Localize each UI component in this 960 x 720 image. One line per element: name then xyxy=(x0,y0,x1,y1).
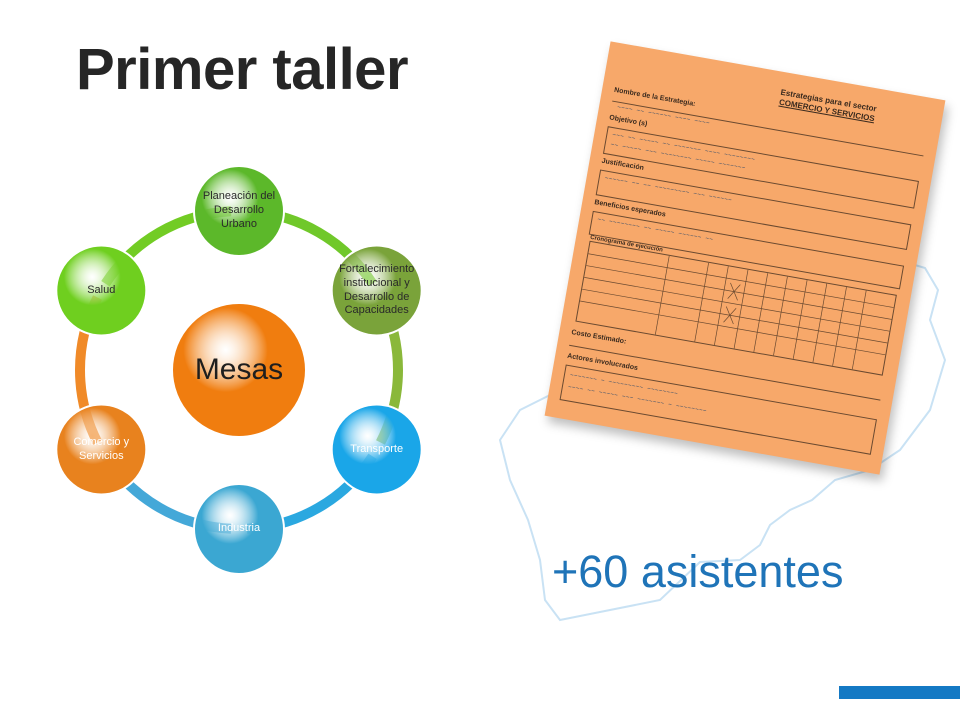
diagram-node-label: Industria xyxy=(217,522,261,535)
diagram-node-circle xyxy=(330,244,423,337)
diagram-node-circle xyxy=(330,403,423,496)
diagram-node-circle xyxy=(193,165,285,257)
diagram-node-circle xyxy=(55,403,148,496)
diagram-node-label: Transporte xyxy=(350,442,404,455)
diagram-node-label: Salud xyxy=(87,283,116,296)
page-title: Primer taller xyxy=(76,37,409,102)
diagram-center-label: Mesas xyxy=(194,353,284,387)
accent-bar xyxy=(839,686,960,699)
attendees-count: +60 asistentes xyxy=(552,546,844,597)
diagram-node-circle xyxy=(193,483,285,575)
center-circle xyxy=(171,302,307,438)
diagram-node-label: Planeación del Desarrollo Urbano xyxy=(202,190,276,230)
diagram-node-label: Comercio y Servicios xyxy=(73,435,130,462)
diagram-node-circle xyxy=(55,244,148,337)
diagram-node-label: Fortalecimiento institucional y Desarrol… xyxy=(339,263,415,317)
